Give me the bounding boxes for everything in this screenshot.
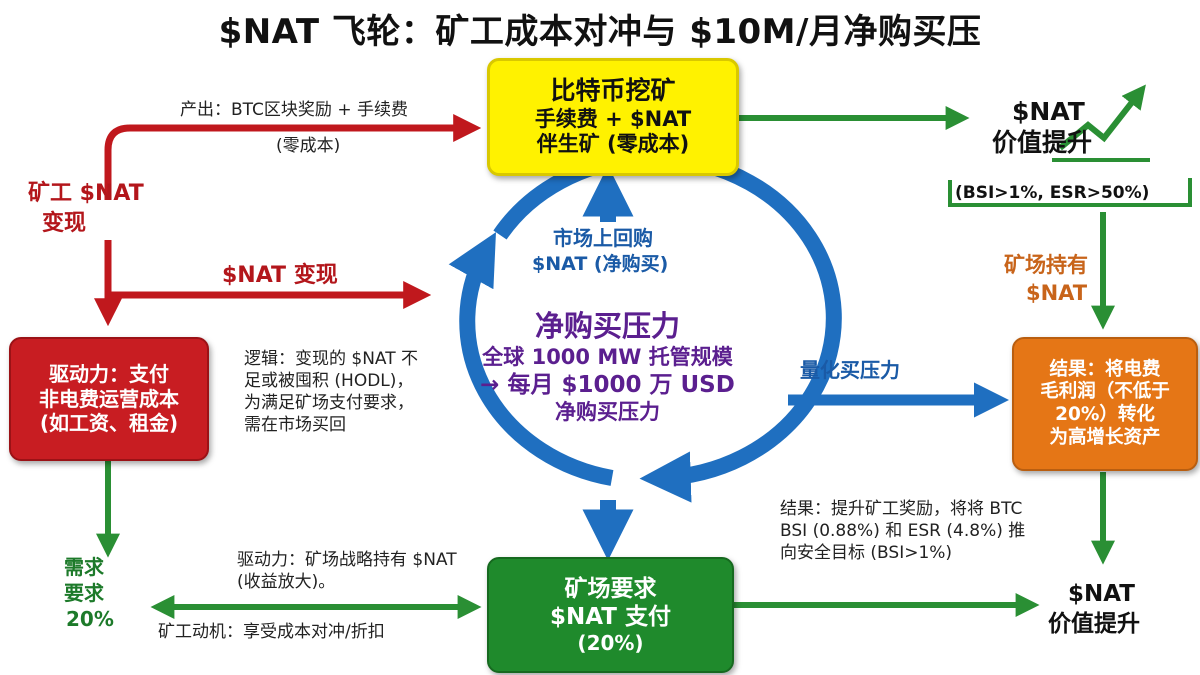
output-label: 产出：BTC区块奖励 + 手续费 xyxy=(180,100,408,120)
demand-label-3: 20% xyxy=(66,607,114,631)
miner-motive-note: 矿工动机：享受成本对冲/折扣 xyxy=(158,622,385,642)
demand-label-1: 需求 xyxy=(64,555,104,579)
buyback-label-1: 市场上回购 xyxy=(553,226,653,250)
buyback-label-2: $NAT (净购买) xyxy=(532,253,669,275)
farm-box-line2: $NAT 支付 xyxy=(550,603,671,630)
result-box-line1: 结果：将电费 xyxy=(1049,358,1161,380)
farm-box-line3: (20%) xyxy=(577,630,644,655)
page-title: $NAT 飞轮：矿工成本对冲与 $10M/月净购买压 xyxy=(218,12,982,52)
bitcoin-mining-box: 比特币挖矿 手续费 + $NAT 伴生矿 (零成本) xyxy=(487,58,739,176)
arrow-output-to-mining xyxy=(104,114,482,200)
net-buy-pressure-center: 净购买压力 全球 1000 MW 托管规模 → 每月 $1000 万 USD 净… xyxy=(430,308,785,426)
miner-cash-label-2: 变现 xyxy=(42,211,87,236)
rising-trend-icon xyxy=(1058,84,1146,151)
value-condition-label: (BSI>1%, ESR>50%) xyxy=(955,183,1150,203)
value-up-label-2: 价值提升 xyxy=(992,128,1093,157)
nat-cash-label: $NAT 变现 xyxy=(222,263,338,288)
value-bracket xyxy=(948,178,1192,207)
mining-box-line2: 手续费 + $NAT xyxy=(534,106,692,131)
center-title: 净购买压力 xyxy=(534,309,680,343)
result-box-line2: 毛利润（不低于 xyxy=(1040,381,1170,403)
farm-hold-label-1: 矿场持有 xyxy=(1000,252,1092,279)
farm-box-line1: 矿场要求 xyxy=(564,575,657,602)
farm-hold-label-2: $NAT xyxy=(1022,280,1092,307)
center-line3: 净购买压力 xyxy=(555,400,660,425)
value-up2-label-2: 价值提升 xyxy=(1048,611,1140,637)
drive-box-line2: 非电费运营成本 xyxy=(39,386,179,411)
center-line1: 全球 1000 MW 托管规模 xyxy=(482,345,733,370)
drive-box-line1: 驱动力：支付 xyxy=(49,362,169,387)
logic-note: 逻辑：变现的 $NAT 不足或被囤积 (HODL)，为满足矿场支付要求，需在市场… xyxy=(244,349,419,436)
value-up-label-1: $NAT xyxy=(1012,97,1085,126)
result-box: 结果：将电费 毛利润（不低于 20%）转化 为高增长资产 xyxy=(1012,337,1198,471)
center-line2: → 每月 $1000 万 USD xyxy=(480,371,735,398)
result-box-line3: 20%）转化 xyxy=(1055,404,1155,425)
farm-requirement-box: 矿场要求 $NAT 支付 (20%) xyxy=(487,557,734,673)
miner-cash-label-1: 矿工 $NAT xyxy=(28,181,144,206)
value-up2-label-1: $NAT xyxy=(1068,581,1135,607)
drive-box-line3: (如工资、租金) xyxy=(39,411,179,436)
result-note: 结果：提升矿工奖励，将将 BTC BSI (0.88%) 和 ESR (4.8%… xyxy=(780,499,1026,564)
demand-label-2: 要求 xyxy=(64,581,104,605)
output-zero-cost-label: (零成本) xyxy=(276,136,341,156)
result-box-line4: 为高增长资产 xyxy=(1049,426,1161,448)
center-cycle-arc-left xyxy=(448,232,614,486)
mining-box-line3: 伴生矿 (零成本) xyxy=(536,132,690,157)
mining-box-title: 比特币挖矿 xyxy=(550,76,676,106)
quantified-pressure-label: 量化买压力 xyxy=(800,358,900,382)
driving-force-box: 驱动力：支付 非电费运营成本 (如工资、租金) xyxy=(9,337,209,461)
farm-strategy-note: 驱动力：矿场战略持有 $NAT (收益放大)。 xyxy=(237,550,457,593)
